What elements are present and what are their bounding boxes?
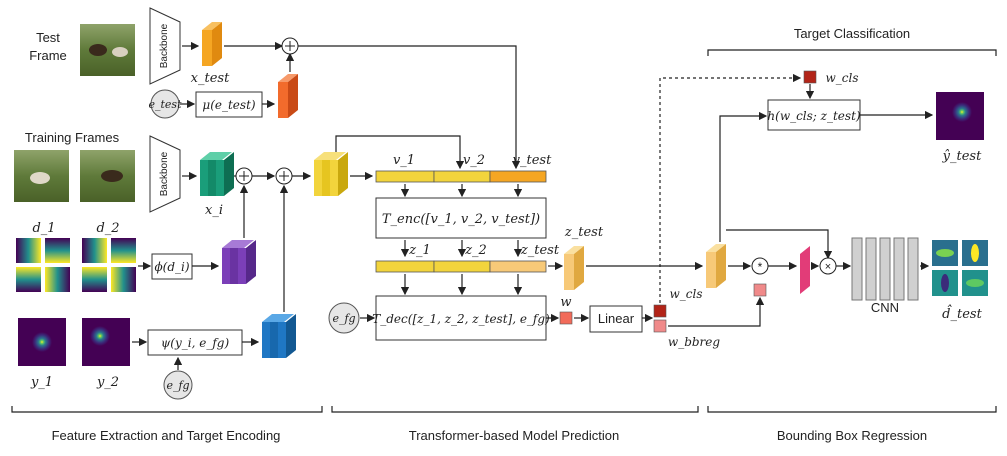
w-square <box>559 311 573 325</box>
brace-bbox-regression <box>707 406 997 413</box>
z-test-label: z_test <box>564 225 604 240</box>
d1-maps <box>16 238 70 292</box>
z1-label: z_1 <box>408 243 431 258</box>
e-fg-label-mid: e_fg <box>332 312 355 325</box>
test-frame-image <box>80 24 135 76</box>
v2-label: v_2 <box>463 153 485 168</box>
plus-op-test <box>281 37 299 55</box>
brace-model-prediction <box>331 406 699 413</box>
e-fg-token-left <box>163 370 193 400</box>
w-cls-top-label: w_cls <box>826 71 859 85</box>
t-enc-label: T_enc([v_1, v_2, v_test]) <box>382 212 540 227</box>
e-test-label: e_test <box>148 98 182 111</box>
transformer-encoder-box <box>375 197 547 239</box>
z2-label: z_2 <box>464 243 487 258</box>
d2-maps <box>82 238 136 292</box>
d2-label: d_2 <box>96 221 119 236</box>
psi-box <box>147 329 243 356</box>
w-bbreg-square <box>653 319 667 333</box>
x-test-label: x_test <box>191 71 230 86</box>
svg-text:Backbone: Backbone <box>159 151 170 196</box>
y2-label: y_2 <box>96 375 119 390</box>
z-tokens <box>375 260 547 273</box>
backbone-train: Backbone <box>149 135 181 213</box>
w-bbreg-label: w_bbreg <box>668 335 720 349</box>
e-fg-token-mid <box>328 302 360 334</box>
linear-label: Linear <box>598 311 635 326</box>
section-model-prediction: Transformer-based Model Prediction <box>409 428 620 443</box>
w-cls-label: w_cls <box>670 287 703 301</box>
psi-feature <box>262 314 296 358</box>
w-cls-top-square <box>803 70 817 84</box>
encoder-input-feature <box>314 152 348 196</box>
y1-label: y_1 <box>30 375 53 390</box>
y1-map <box>18 318 66 366</box>
training-frame-1 <box>14 150 69 202</box>
phi-feature <box>222 240 256 284</box>
mul-op: × <box>819 257 837 275</box>
mu-feature <box>278 74 298 118</box>
t-dec-label: T_dec([z_1, z_2, z_test], e_fg) <box>372 312 550 326</box>
target-classification-brace <box>707 49 997 56</box>
training-frames-label: Training Frames <box>25 130 120 145</box>
z-test-token-label: z_test <box>520 243 560 258</box>
attention-block <box>800 246 810 294</box>
v1-label: v_1 <box>393 153 415 168</box>
svg-text:*: * <box>758 260 763 274</box>
v-test-label: v_test <box>513 153 552 168</box>
plus-op-train-1 <box>235 167 253 185</box>
cnn-label: CNN <box>871 300 899 315</box>
svg-text:×: × <box>825 261 831 273</box>
section-bbox-regression: Bounding Box Regression <box>777 428 927 443</box>
d1-label: d_1 <box>32 221 55 236</box>
z-test-feature-right <box>706 244 726 288</box>
mu-box <box>195 91 263 118</box>
y-hat-test-label: ŷ_test <box>942 149 982 164</box>
w-label: w <box>560 295 571 310</box>
e-fg-label-left: e_fg <box>166 379 189 392</box>
x-i-feature <box>200 152 234 196</box>
backbone-test: Backbone <box>149 7 181 85</box>
brace-feature-extraction <box>11 406 323 413</box>
test-frame-label-line1: Test <box>36 30 60 45</box>
linear-box <box>589 305 643 333</box>
y2-map <box>82 318 130 366</box>
d-hat-test-label: d̂_test <box>942 304 982 322</box>
z-test-feature <box>564 246 584 290</box>
w-cls-square <box>653 304 667 318</box>
psi-label: ψ(y_i, e_fg) <box>161 336 230 350</box>
mu-label: μ(e_test) <box>202 98 255 112</box>
h-box <box>767 99 861 131</box>
section-feature-extraction: Feature Extraction and Target Encoding <box>52 428 281 443</box>
d-hat-test-maps <box>932 240 988 296</box>
v-tokens <box>375 170 547 183</box>
training-frame-2 <box>80 150 135 202</box>
phi-box <box>151 253 193 280</box>
cnn-block <box>851 237 919 301</box>
test-frame-label-line2: Frame <box>29 48 67 63</box>
conv-op: * <box>751 257 769 275</box>
h-label: h(w_cls; z_test) <box>767 109 860 123</box>
transformer-decoder-box <box>375 295 547 341</box>
e-test-token <box>150 89 180 119</box>
w-bbreg-conv-square <box>753 283 767 297</box>
y-hat-test-map <box>936 92 984 140</box>
x-i-label: x_i <box>205 203 223 218</box>
phi-label: ϕ(d_i) <box>154 260 189 274</box>
plus-op-train-2 <box>275 167 293 185</box>
target-classification-title: Target Classification <box>794 26 910 41</box>
svg-text:Backbone: Backbone <box>159 23 170 68</box>
x-test-feature <box>202 22 222 66</box>
